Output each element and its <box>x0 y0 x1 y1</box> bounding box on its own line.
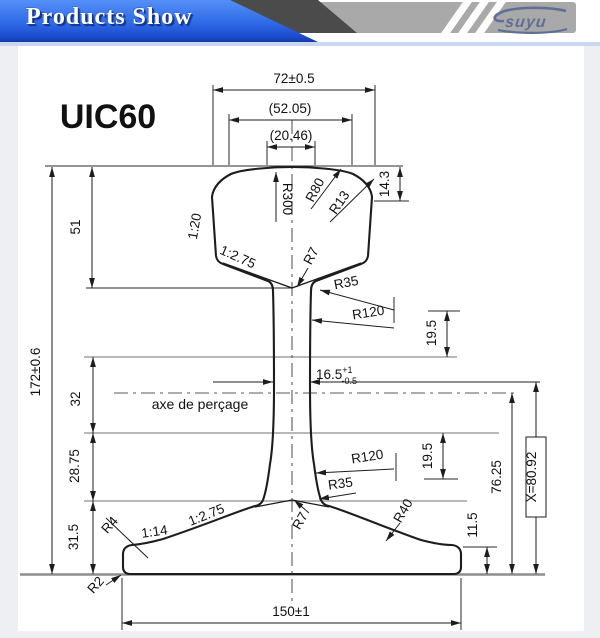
dim-head-height: 51 <box>68 219 83 234</box>
label-r120-upper: R120 <box>351 303 385 323</box>
dim-32: 32 <box>68 391 83 406</box>
leader-r80 <box>310 168 342 210</box>
label-slope-head: 1:20 <box>185 212 204 240</box>
leader-r2 <box>105 574 122 586</box>
label-r35-lower: R35 <box>327 474 354 492</box>
dim-195-upper: 19.5 <box>424 320 439 346</box>
dimension-lines <box>49 87 540 626</box>
label-r7-lower: R7 <box>289 510 311 532</box>
header-separator <box>0 42 600 46</box>
leader-r120-upper <box>311 318 395 329</box>
dim-195-lower: 19.5 <box>420 443 435 469</box>
dim-7625: 76.25 <box>489 460 504 494</box>
foot-top-lines <box>254 499 330 508</box>
leader-r40 <box>385 522 401 542</box>
leader-r120-lower <box>315 468 395 476</box>
dim-143: 14.3 <box>377 171 392 197</box>
suyu-logo: suyu <box>493 6 568 34</box>
leader-r35-lower <box>318 492 357 501</box>
label-chamfer-upper: 1:2.75 <box>218 242 258 271</box>
head-underside-lines <box>222 262 362 289</box>
dim-total-height: 172±0.6 <box>28 348 43 397</box>
dimension-labels: UIC60 72±0.5 (52.05) (20.46) 150±1 172±0… <box>28 71 539 619</box>
page-title: Products Show <box>26 4 193 30</box>
dim-315: 31.5 <box>66 524 81 550</box>
leader-lines <box>105 168 401 586</box>
drawing-title: UIC60 <box>60 98 156 136</box>
leader-r13 <box>329 178 375 223</box>
dim-foot-width: 150±1 <box>272 604 309 619</box>
header-banner: Products Show suyu <box>0 0 600 42</box>
center-lines <box>114 120 518 603</box>
drawing-sheet <box>18 46 584 631</box>
leader-r35-upper <box>319 289 395 311</box>
extension-lines <box>20 356 545 576</box>
leader-r7-lower <box>293 499 310 514</box>
logo-text: suyu <box>504 13 547 31</box>
label-r4: R4 <box>98 513 121 536</box>
rail-outline <box>121 165 463 576</box>
rail-profile <box>121 165 463 576</box>
extension-lines-dark <box>45 85 497 630</box>
label-r120-lower: R120 <box>350 447 384 467</box>
dim-web-width: 16.5+1-0.5 <box>316 365 357 386</box>
dim-head-width: 72±0.5 <box>273 71 314 86</box>
dim-2875: 28.75 <box>67 449 82 483</box>
label-r300: R300 <box>280 183 295 215</box>
logo-swoosh-top <box>493 6 567 23</box>
dim-x8092: X=80.92 <box>524 452 539 503</box>
label-r7-upper: R7 <box>300 245 321 267</box>
label-slope-foot: 1:14 <box>140 522 169 541</box>
axis-label: axe de perçage <box>152 396 249 412</box>
dim-115: 11.5 <box>465 512 480 537</box>
leader-r4 <box>105 517 149 559</box>
dim-head-width-2: (52.05) <box>269 101 312 116</box>
label-r35-upper: R35 <box>333 273 360 292</box>
label-r13: R13 <box>326 188 352 217</box>
logo-swoosh-bottom <box>497 27 568 34</box>
label-r80: R80 <box>303 175 328 204</box>
label-r2: R2 <box>84 574 107 597</box>
leader-r7-upper <box>296 267 309 288</box>
x-dim-box <box>525 436 547 518</box>
dim-head-width-3: (20.46) <box>270 128 313 143</box>
